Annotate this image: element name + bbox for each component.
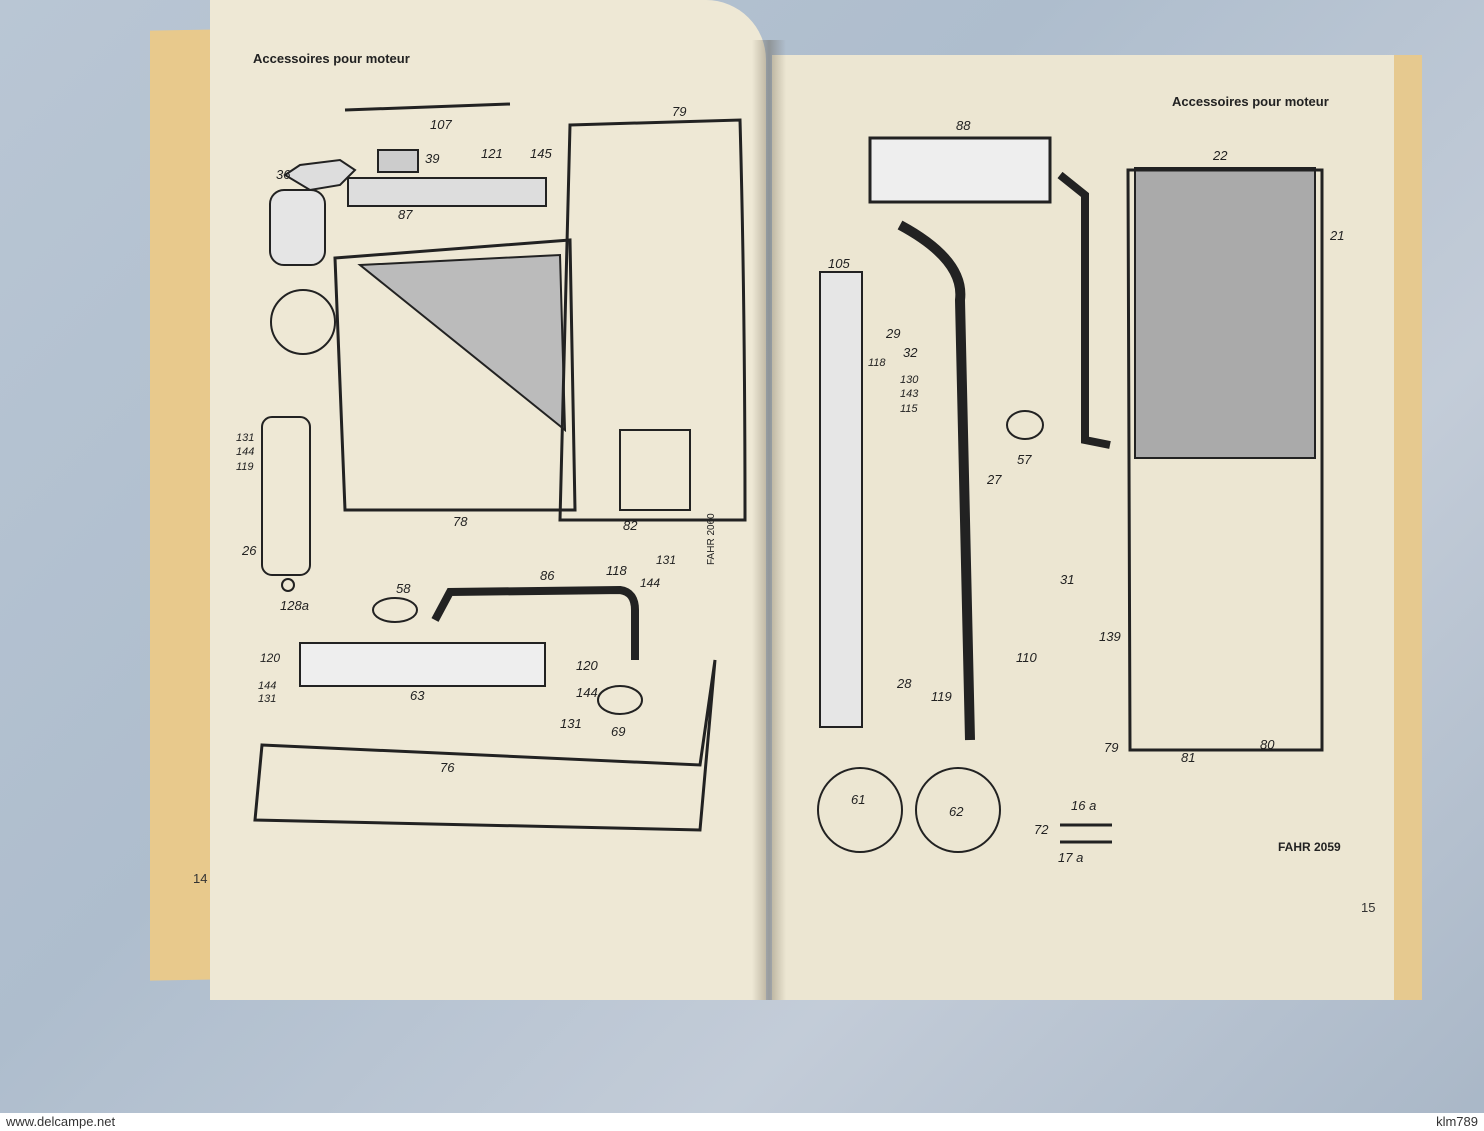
part-label: 36 [276, 167, 291, 182]
flange-57 [1006, 410, 1044, 440]
radiator-frame [1126, 168, 1324, 752]
plate-26 [261, 416, 311, 576]
part-label: 120 [260, 651, 281, 665]
part-label: 21 [1330, 228, 1345, 243]
part-label: 143 [900, 388, 919, 400]
part-label: 58 [396, 581, 411, 596]
part-label: 62 [949, 804, 964, 819]
left-page-header: Accessoires pour moteur [253, 51, 410, 66]
page-number: 14 [193, 871, 208, 886]
radiator-core-21 [1134, 167, 1316, 459]
part-label: 80 [1260, 737, 1275, 752]
part-label: 118 [606, 563, 627, 578]
part-label: 29 [886, 326, 901, 341]
figure-code: FAHR 2059 [1278, 840, 1341, 854]
ring-61 [817, 767, 903, 853]
exhaust-pipe [1057, 171, 1111, 449]
part-39 [377, 149, 419, 173]
part-label: 31 [1060, 572, 1075, 587]
part-label: 27 [987, 472, 1002, 487]
part-label: 120 [576, 658, 598, 673]
part-label: 131 [656, 553, 677, 567]
part-label: 32 [903, 345, 918, 360]
part-label: 107 [430, 117, 452, 132]
tube-87 [347, 177, 547, 207]
panel-78-shadow [357, 253, 567, 433]
part-label: 144 [236, 446, 255, 458]
part-label: 130 [900, 374, 919, 386]
part-label: 72 [1034, 822, 1049, 837]
part-label: 144 [576, 685, 598, 700]
elbow-36 [283, 158, 357, 192]
part-label: 79 [672, 104, 687, 119]
panel-78 [333, 238, 577, 512]
part-label: 88 [956, 118, 971, 133]
part-label: 22 [1213, 148, 1228, 163]
part-label: 86 [540, 568, 555, 583]
part-label: 82 [623, 518, 638, 533]
part-label: 128a [280, 598, 309, 613]
part-label: 118 [868, 357, 886, 369]
part-label: 78 [453, 514, 468, 529]
part-label: 63 [410, 688, 425, 703]
part-label: 110 [1016, 650, 1037, 665]
part-label: 61 [851, 792, 866, 807]
ring-62 [915, 767, 1001, 853]
part-label: 57 [1017, 452, 1032, 467]
part-label: 131 [560, 716, 582, 731]
part-label: 131 [258, 693, 277, 705]
part-label: 81 [1181, 750, 1196, 765]
page-number: 15 [1361, 900, 1376, 915]
rod-107 [344, 102, 511, 112]
pipe-27 [897, 220, 975, 741]
bracket-82 [619, 429, 691, 511]
part-label: 145 [530, 146, 552, 161]
muffler-88 [868, 136, 1052, 204]
part-label: 105 [828, 256, 850, 271]
part-label: 119 [236, 461, 254, 473]
part-label: 121 [481, 146, 503, 161]
ring-part [270, 289, 336, 355]
part-label: 119 [931, 689, 952, 704]
panel-76 [253, 659, 717, 832]
watermark-bar: www.delcampe.net klm789 [0, 1113, 1484, 1131]
part-label: 76 [440, 760, 455, 775]
part-label: 144 [640, 576, 661, 590]
pipe-86 [431, 585, 639, 660]
cover-105 [819, 271, 863, 728]
part-label: 39 [425, 151, 440, 166]
right-page-header: Accessoires pour moteur [1172, 94, 1329, 109]
part-label: 69 [611, 724, 626, 739]
gutter-shadow [752, 40, 786, 1000]
part-label: 16 a [1071, 798, 1097, 813]
part-label: 79 [1104, 740, 1119, 755]
part-label: 26 [242, 543, 257, 558]
flange-69 [597, 685, 643, 715]
part-label: 17 a [1058, 850, 1084, 865]
part-label: 115 [900, 403, 918, 415]
part-label: 139 [1099, 629, 1121, 644]
flange-58 [372, 597, 418, 623]
washer-128a [281, 578, 295, 592]
muffler-36 [269, 189, 326, 266]
figure-code: FAHR 2060 [706, 513, 717, 565]
part-label: 131 [236, 432, 255, 444]
part-label: 28 [897, 676, 912, 691]
part-label: 144 [258, 680, 277, 692]
watermark-right: klm789 [1436, 1114, 1478, 1129]
plate-63 [299, 642, 546, 687]
panel-79 [558, 118, 747, 522]
watermark-left: www.delcampe.net [6, 1114, 116, 1129]
part-label: 87 [398, 207, 413, 222]
